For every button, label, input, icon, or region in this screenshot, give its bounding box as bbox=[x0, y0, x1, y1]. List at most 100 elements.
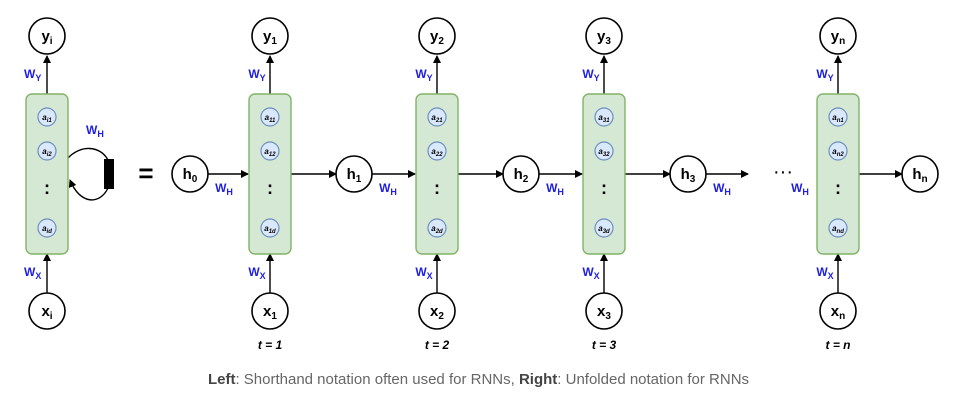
hidden-unit-aid bbox=[37, 218, 57, 238]
output-label-yi: yi bbox=[41, 28, 52, 47]
input-label-1: x1 bbox=[263, 303, 277, 322]
edge-recurrent-in bbox=[67, 147, 109, 161]
unit-label-1-2: a12 bbox=[264, 147, 276, 158]
unit-label-1-3: a1d bbox=[264, 224, 276, 235]
output-label-2: y2 bbox=[430, 28, 444, 47]
figure-caption: Left: Shorthand notation often used for … bbox=[0, 371, 957, 388]
hidden-unit-ellipsis: : bbox=[44, 178, 50, 198]
hidden-unit-4-3 bbox=[828, 218, 848, 238]
hidden-unit-3-3 bbox=[594, 218, 614, 238]
output-label-4: yn bbox=[831, 28, 845, 47]
caption-left-label: Left bbox=[207, 371, 236, 388]
unit-label-2-1: a21 bbox=[431, 113, 443, 124]
hidden-unit-4-2 bbox=[828, 141, 848, 161]
unit-label-2-3: a2d bbox=[431, 224, 443, 235]
hidden-unit-2-1 bbox=[427, 107, 447, 127]
unit-label-3-3: a3d bbox=[598, 224, 610, 235]
time-label-2: t = 2 bbox=[425, 338, 450, 352]
recurrent-delay-block bbox=[104, 159, 114, 189]
output-node-4 bbox=[819, 17, 857, 55]
weight-label-wy-3: WY bbox=[582, 67, 599, 83]
weight-label-wh-3: WH bbox=[546, 181, 564, 197]
hidden-label-h0: h0 bbox=[183, 166, 198, 185]
weight-label-wh-after-h3: WH bbox=[713, 181, 731, 197]
input-label-3: x3 bbox=[597, 303, 611, 322]
unit-label-4-3: and bbox=[832, 224, 844, 235]
output-label-3: y3 bbox=[597, 28, 611, 47]
output-node-1 bbox=[251, 17, 289, 55]
unit-label-ai1: ai1 bbox=[42, 113, 52, 124]
input-label-xi: xi bbox=[41, 303, 52, 322]
equals-sign: = bbox=[138, 158, 153, 188]
edge-recurrent-out bbox=[68, 179, 109, 201]
hidden-node-4 bbox=[901, 155, 939, 193]
input-node-4 bbox=[819, 292, 857, 330]
time-label-3: t = 3 bbox=[592, 338, 617, 352]
hidden-label-1: h1 bbox=[347, 166, 362, 185]
caption-right-text: : Unfolded notation for RNNs bbox=[557, 371, 750, 388]
input-node-1 bbox=[251, 292, 289, 330]
unit-label-3-2: a32 bbox=[598, 147, 610, 158]
unit-label-3-1: a31 bbox=[598, 113, 610, 124]
output-label-1: y1 bbox=[263, 28, 277, 47]
unit-label-4-1: an1 bbox=[832, 113, 844, 124]
caption-right-label: Right bbox=[518, 371, 558, 388]
hidden-unit-1-1 bbox=[260, 107, 280, 127]
hidden-unit-2-2 bbox=[427, 141, 447, 161]
weight-label-wx-2: WX bbox=[415, 265, 432, 281]
hidden-unit-2-3 bbox=[427, 218, 447, 238]
weight-label-wh-2: WH bbox=[379, 181, 397, 197]
weight-label-wx-4: WX bbox=[816, 265, 833, 281]
unit-label-ai2: ai2 bbox=[42, 147, 52, 158]
input-node-3 bbox=[585, 292, 623, 330]
hidden-cell-3 bbox=[582, 93, 626, 255]
hidden-unit-ellipsis-2: : bbox=[434, 178, 440, 198]
hidden-unit-3-2 bbox=[594, 141, 614, 161]
output-node-2 bbox=[418, 17, 456, 55]
weight-label-wy: WY bbox=[24, 67, 41, 83]
hidden-label-4: hn bbox=[912, 166, 927, 185]
unit-label-aid: aid bbox=[42, 224, 52, 235]
hidden-unit-ai2 bbox=[37, 141, 57, 161]
hidden-unit-1-3 bbox=[260, 218, 280, 238]
unit-label-2-2: a22 bbox=[431, 147, 443, 158]
hidden-unit-3-1 bbox=[594, 107, 614, 127]
hidden-cell-1 bbox=[248, 93, 292, 255]
weight-label-wx: WX bbox=[24, 265, 41, 281]
hidden-label-3: h3 bbox=[681, 166, 696, 185]
hidden-unit-4-1 bbox=[828, 107, 848, 127]
unit-label-4-2: an2 bbox=[832, 147, 844, 158]
hidden-cell-4 bbox=[816, 93, 860, 255]
weight-label-wy-4: WY bbox=[816, 67, 833, 83]
hidden-unit-ellipsis-4: : bbox=[835, 178, 841, 198]
hidden-label-2: h2 bbox=[514, 166, 529, 185]
input-node-xi bbox=[28, 292, 66, 330]
hidden-unit-ai1 bbox=[37, 107, 57, 127]
weight-label-wh-4: WH bbox=[791, 181, 809, 197]
unit-label-1-1: a11 bbox=[265, 113, 276, 124]
output-node-3 bbox=[585, 17, 623, 55]
time-label-1: t = 1 bbox=[258, 338, 283, 352]
weight-label-wh-1: WH bbox=[215, 181, 233, 197]
hidden-unit-ellipsis-3: : bbox=[601, 178, 607, 198]
output-node-yi bbox=[28, 17, 66, 55]
hidden-cell-2 bbox=[415, 93, 459, 255]
hidden-unit-1-2 bbox=[260, 141, 280, 161]
hidden-cell bbox=[25, 93, 69, 255]
time-label-4: t = n bbox=[825, 338, 850, 352]
left-shorthand: yi WY ai1 ai2 : aid WH WX xi bbox=[24, 17, 114, 330]
weight-label-wx-3: WX bbox=[582, 265, 599, 281]
weight-label-wy-2: WY bbox=[415, 67, 432, 83]
input-label-2: x2 bbox=[430, 303, 444, 322]
weight-label-wy-1: WY bbox=[248, 67, 265, 83]
input-label-4: xn bbox=[831, 303, 845, 322]
caption-left-text: : Shorthand notation often used for RNNs… bbox=[235, 371, 519, 388]
weight-label-wx-1: WX bbox=[248, 265, 265, 281]
hidden-unit-ellipsis-1: : bbox=[267, 178, 273, 198]
weight-label-wh: WH bbox=[86, 123, 104, 139]
input-node-2 bbox=[418, 292, 456, 330]
timestep-ellipsis: ··· bbox=[773, 161, 793, 183]
